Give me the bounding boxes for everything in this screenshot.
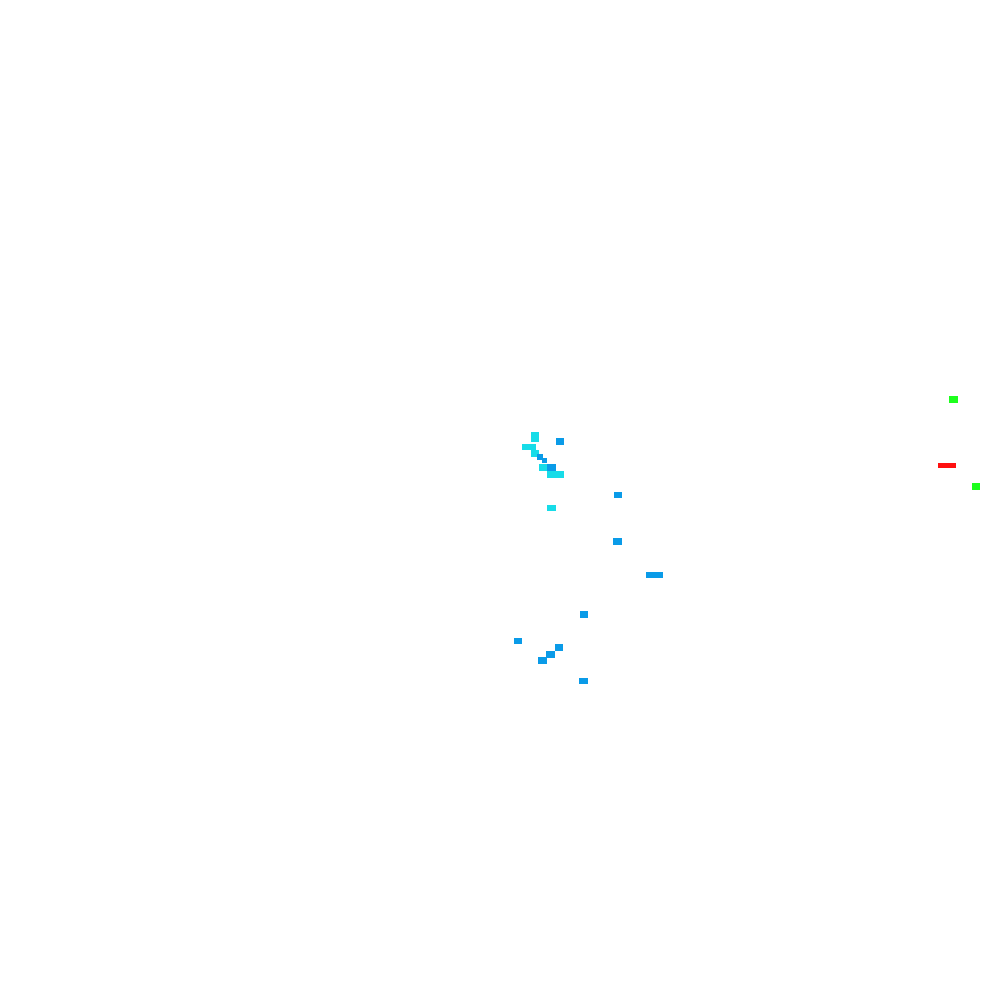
blue-marker	[547, 464, 556, 471]
cyan-marker	[531, 450, 539, 457]
cyan-marker	[522, 444, 536, 450]
blue-marker	[537, 454, 543, 460]
cyan-marker	[547, 505, 556, 511]
cyan-marker	[531, 432, 539, 442]
green-marker	[972, 483, 980, 490]
blue-marker	[613, 538, 622, 545]
cyan-marker	[547, 471, 564, 478]
green-marker	[949, 396, 958, 403]
blue-marker	[514, 638, 522, 644]
blue-marker	[555, 644, 563, 651]
blue-marker	[646, 572, 663, 578]
red-marker	[938, 463, 956, 468]
blue-marker	[556, 438, 564, 445]
blue-marker	[538, 657, 547, 664]
blue-marker	[614, 492, 622, 498]
blue-marker	[580, 611, 588, 618]
cyan-marker	[539, 464, 549, 471]
blue-marker	[546, 651, 555, 658]
blue-marker	[579, 678, 588, 684]
blue-marker	[542, 458, 547, 463]
